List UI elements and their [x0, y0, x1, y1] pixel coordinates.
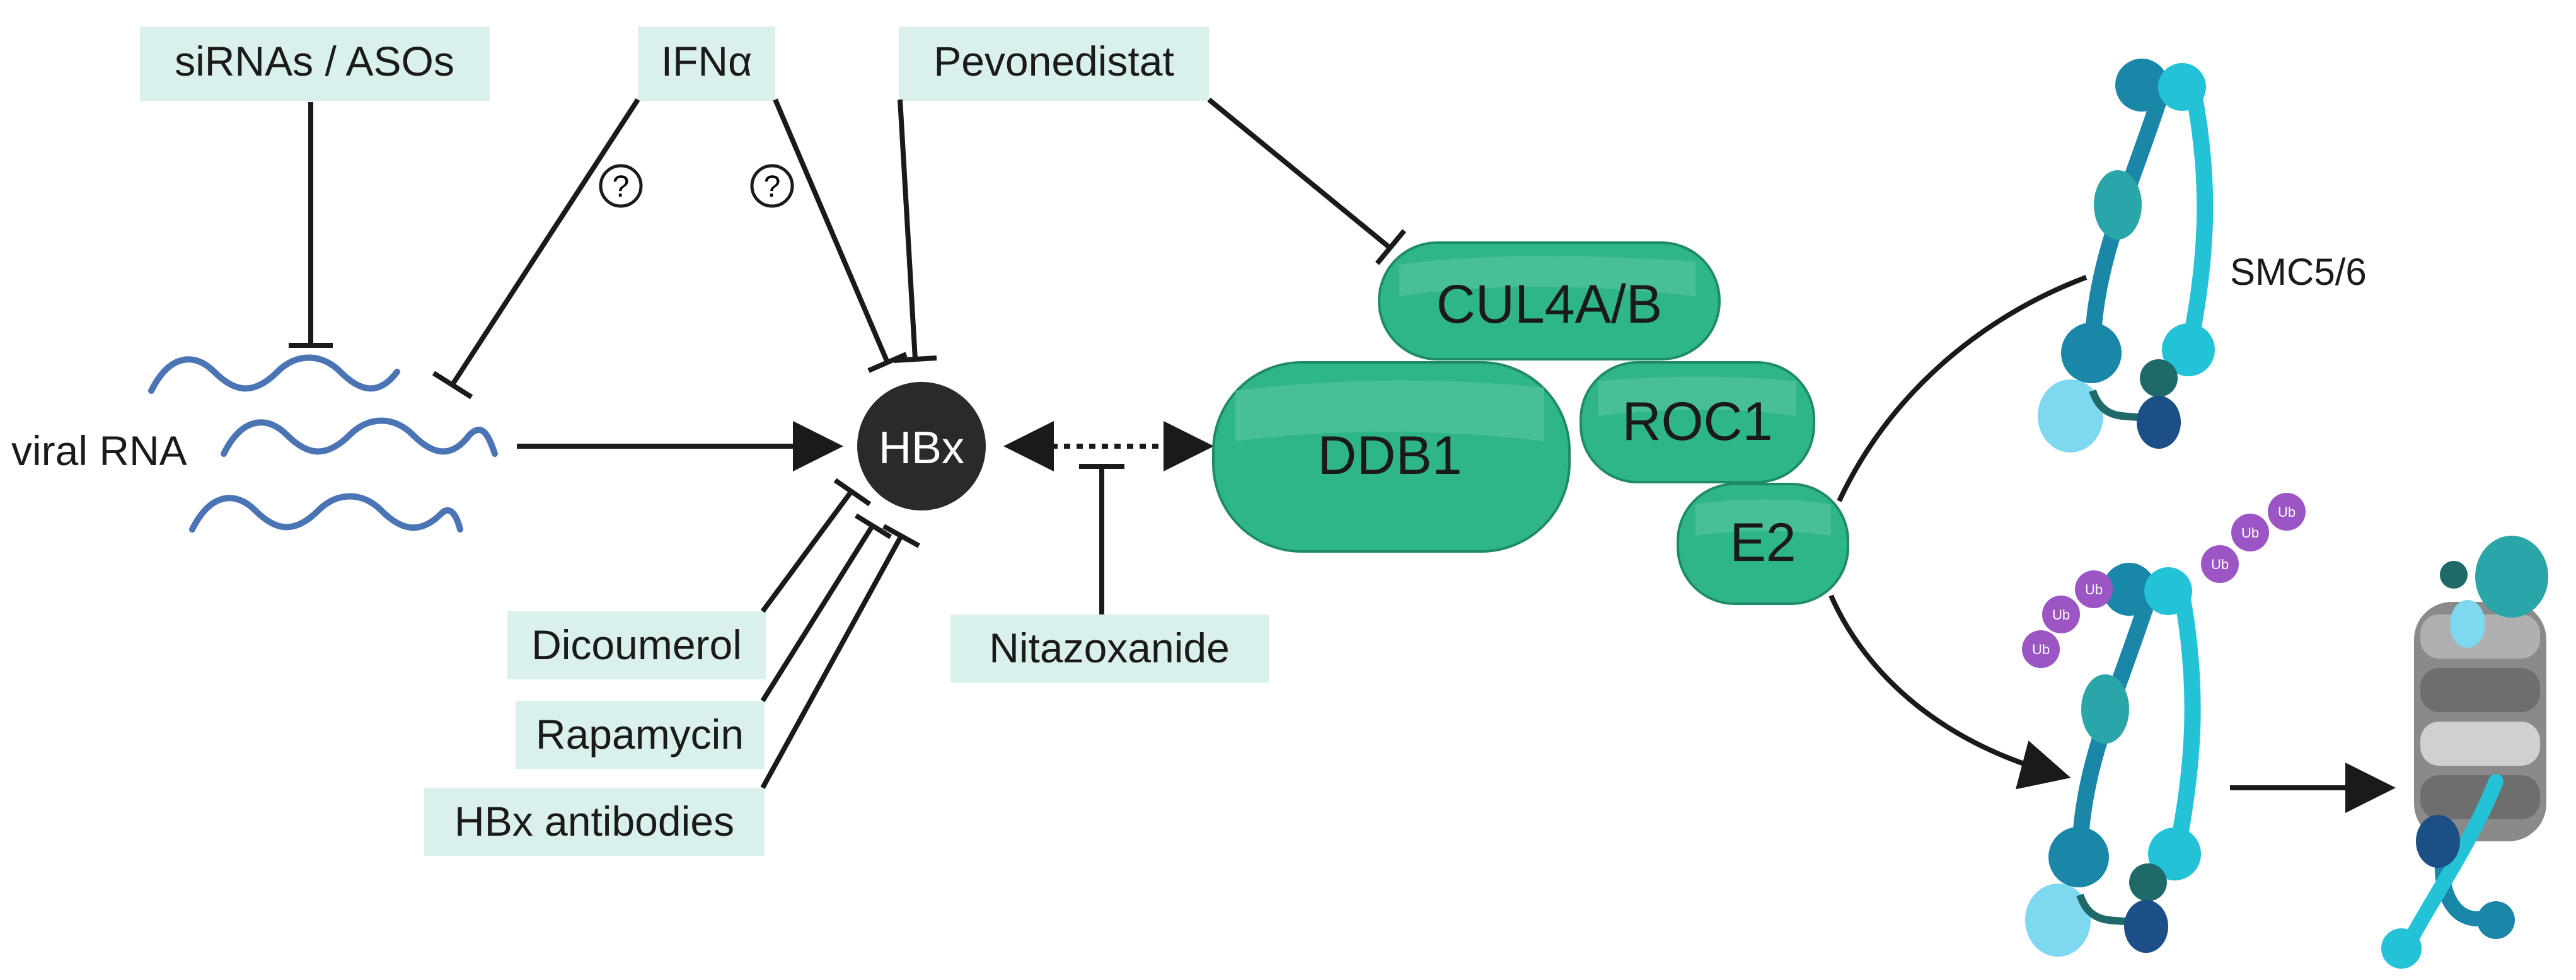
- svg-text:?: ?: [613, 170, 630, 204]
- rapamycin-label: Rapamycin: [516, 701, 765, 769]
- svg-text:Rapamycin: Rapamycin: [536, 711, 744, 758]
- svg-text:Ub: Ub: [2278, 504, 2296, 520]
- smc-complex-ubiquitinated: [2025, 563, 2201, 957]
- svg-text:?: ?: [764, 170, 781, 204]
- cul4-subunit: CUL4A/B: [1378, 241, 1721, 360]
- pevonedistat-cul4-inhibition: [1207, 97, 1407, 265]
- roc1-subunit: ROC1: [1580, 361, 1815, 483]
- pevonedistat-hbx-inhibition: [893, 99, 937, 363]
- ifn-rna-inhibition: ?: [432, 98, 643, 400]
- svg-text:Ub: Ub: [2032, 642, 2050, 657]
- svg-text:CUL4A/B: CUL4A/B: [1436, 274, 1663, 335]
- svg-text:Ub: Ub: [2241, 525, 2259, 541]
- hbx-antibodies-inhibition: [760, 524, 920, 789]
- svg-text:E2: E2: [1730, 512, 1796, 573]
- e2-subunit: E2: [1677, 483, 1849, 605]
- svg-text:siRNAs / ASOs: siRNAs / ASOs: [175, 38, 454, 84]
- svg-text:Pevonedistat: Pevonedistat: [933, 38, 1174, 84]
- viral-rna-waves: [148, 354, 498, 533]
- nitazoxanide-label: Nitazoxanide: [950, 614, 1269, 683]
- ubiquitin-chain-left: Ub Ub Ub: [2022, 570, 2113, 668]
- svg-text:IFNα: IFNα: [661, 38, 752, 84]
- smc-label: SMC5/6: [2230, 251, 2367, 293]
- ubiquitin-chain-right: Ub Ub Ub: [2201, 493, 2306, 583]
- hbx-node: HBx: [857, 382, 986, 510]
- ifn-hbx-inhibition: ?: [750, 98, 908, 373]
- dicoumerol-label: Dicoumerol: [507, 611, 766, 679]
- svg-text:ROC1: ROC1: [1622, 391, 1773, 452]
- rapamycin-inhibition: [760, 513, 892, 703]
- svg-text:Ub: Ub: [2052, 607, 2070, 623]
- e2-to-ubiquitinated-smc-arrow: [1828, 594, 2071, 790]
- svg-text:DDB1: DDB1: [1317, 425, 1462, 486]
- svg-text:HBx: HBx: [879, 423, 964, 473]
- sirna-inhibition: [289, 102, 333, 348]
- ddb1-subunit: DDB1: [1212, 361, 1571, 553]
- nitazoxanide-inhibition: [1079, 464, 1124, 614]
- svg-text:Ub: Ub: [2085, 582, 2103, 597]
- svg-text:Nitazoxanide: Nitazoxanide: [989, 625, 1230, 671]
- proteasome: [2381, 536, 2548, 969]
- ifn-label: IFNα: [638, 26, 775, 101]
- pevonedistat-label: Pevonedistat: [899, 26, 1209, 101]
- svg-text:Dicoumerol: Dicoumerol: [531, 621, 742, 668]
- smc-complex-top: [2038, 59, 2215, 453]
- dicoumerol-inhibition: [760, 478, 872, 613]
- hbx-antibodies-label: HBx antibodies: [424, 788, 765, 856]
- sirna-label: siRNAs / ASOs: [140, 26, 490, 101]
- svg-text:Ub: Ub: [2211, 556, 2229, 572]
- e2-to-smc-curve: [1837, 275, 2088, 502]
- viral-rna-label: viral RNA: [11, 427, 187, 474]
- svg-text:HBx antibodies: HBx antibodies: [454, 798, 734, 845]
